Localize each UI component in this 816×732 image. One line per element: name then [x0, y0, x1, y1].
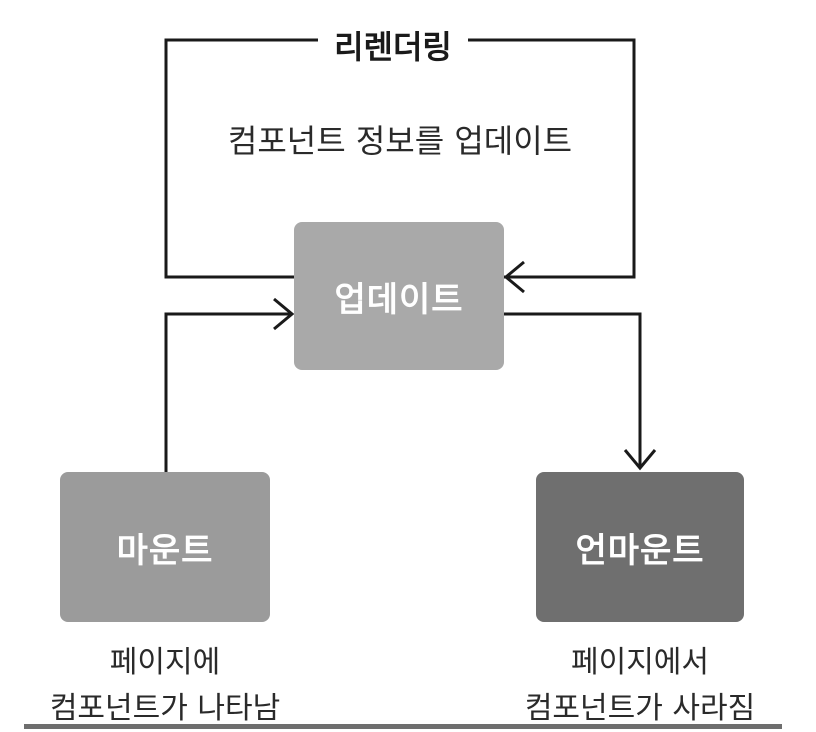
unmount-node-label: 언마운트 — [575, 530, 705, 571]
rerender-title: 리렌더링 — [318, 22, 468, 68]
mount-node-label: 마운트 — [116, 530, 214, 571]
mount-to-update-arrowhead — [273, 297, 295, 331]
rerender-description: 컴포넌트 정보를 업데이트 — [227, 122, 573, 160]
mount-to-update-line — [164, 312, 292, 472]
unmount-caption: 페이지에서 컴포넌트가 사라짐 — [490, 640, 790, 732]
unmount-caption-line1: 페이지에서 — [571, 645, 709, 680]
update-node-label: 업데이트 — [334, 279, 464, 320]
bottom-rule — [24, 724, 782, 729]
mount-node: 마운트 — [60, 472, 270, 622]
mount-caption: 페이지에 컴포넌트가 나타남 — [10, 640, 320, 732]
mount-caption-line2: 컴포넌트가 나타남 — [49, 691, 281, 726]
unmount-node: 언마운트 — [536, 472, 744, 622]
update-to-unmount-arrowhead — [623, 449, 657, 471]
unmount-caption-line2: 컴포넌트가 사라짐 — [524, 691, 756, 726]
mount-caption-line1: 페이지에 — [109, 645, 221, 680]
update-node: 업데이트 — [294, 222, 504, 370]
update-to-unmount-line — [504, 312, 642, 468]
rerender-arrowhead — [503, 260, 525, 294]
